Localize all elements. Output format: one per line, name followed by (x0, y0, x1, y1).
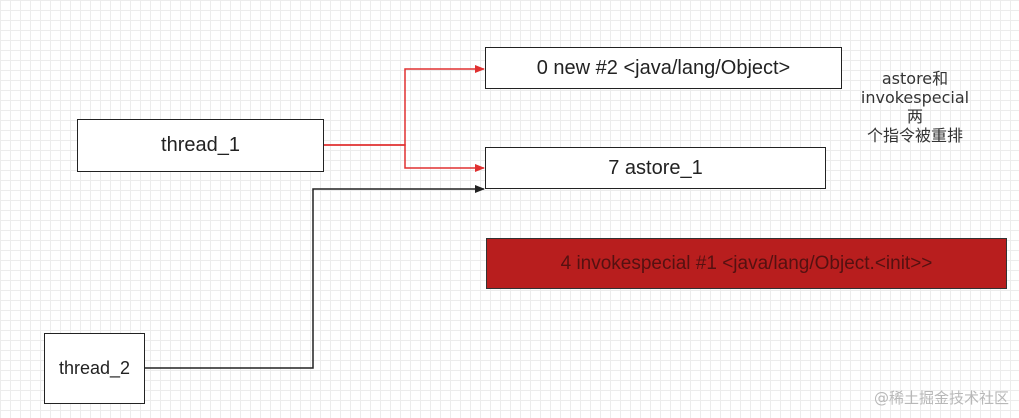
reorder-note-line: astore和 (881, 69, 949, 88)
instruction-invokespecial-label: 4 invokespecial #1 <java/lang/Object.<in… (560, 252, 933, 274)
edge-thread2-to-astore (145, 185, 485, 369)
reorder-note-line: 个指令被重排 (866, 126, 963, 145)
watermark: @稀土掘金技术社区 (873, 389, 1009, 407)
instruction-astore-node: 7 astore_1 (485, 147, 826, 189)
instruction-new-node: 0 new #2 <java/lang/Object> (485, 47, 842, 89)
thread-2-node: thread_2 (44, 333, 145, 404)
instruction-astore-label: 7 astore_1 (608, 156, 703, 179)
edge-thread1-to-new (324, 65, 485, 146)
instruction-new-label: 0 new #2 <java/lang/Object> (536, 56, 791, 79)
reorder-note-line: invokespecial两 (860, 88, 970, 126)
instruction-invokespecial-node: 4 invokespecial #1 <java/lang/Object.<in… (486, 238, 1007, 289)
reorder-note: astore和 invokespecial两 个指令被重排 (855, 69, 975, 145)
edge-thread1-to-astore (324, 144, 485, 172)
thread-1-node: thread_1 (77, 119, 324, 172)
thread-2-label: thread_2 (58, 358, 131, 378)
thread-1-label: thread_1 (161, 134, 240, 156)
